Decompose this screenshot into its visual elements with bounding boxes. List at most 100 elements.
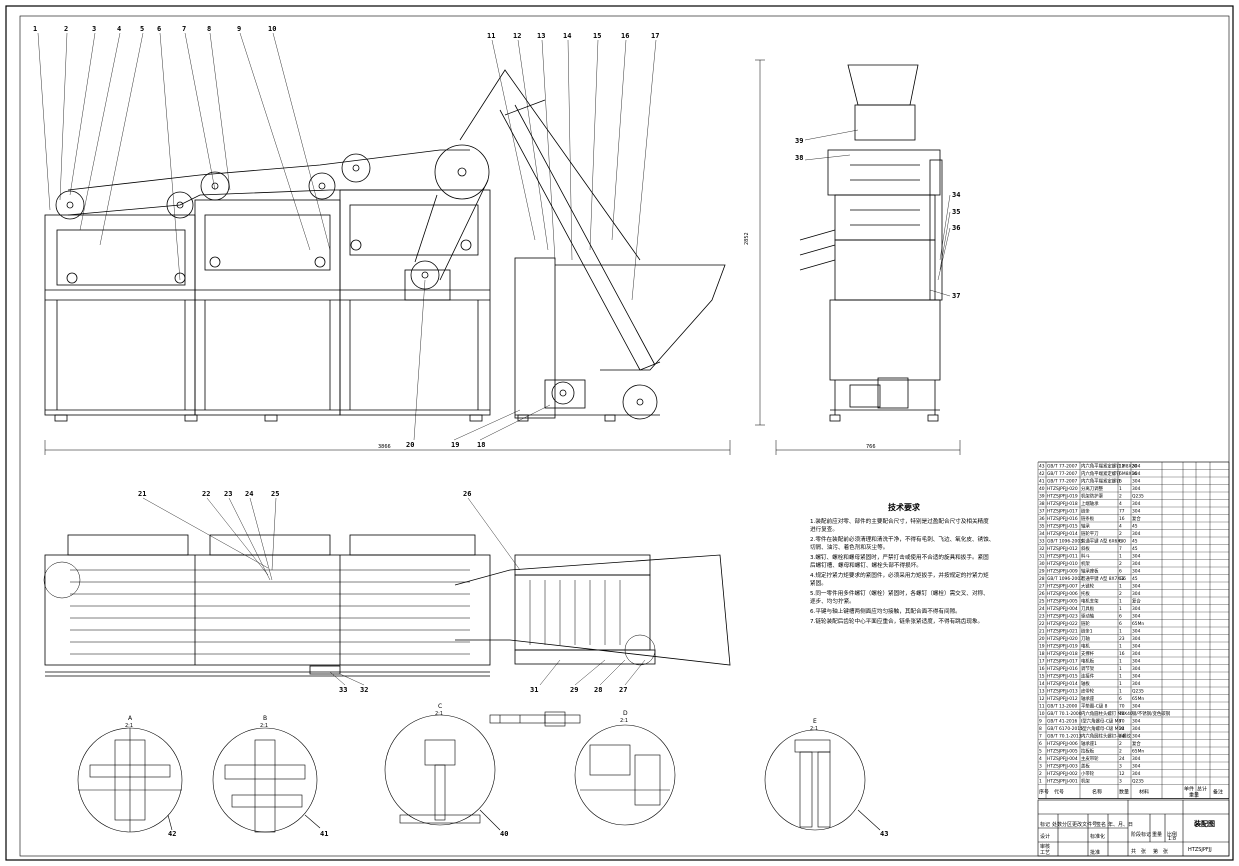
- bom-cell-name: 链轮: [1081, 620, 1090, 627]
- bom-cell-name: 电机: [1081, 643, 1090, 650]
- section-strip: [489, 711, 581, 727]
- bom-cell-qty: 12: [1119, 464, 1125, 470]
- bom-cell-code: HTZSJPFJJ-012: [1047, 696, 1078, 702]
- callout-7: 7: [182, 25, 186, 33]
- detail-a-label: A: [128, 715, 133, 722]
- bom-cell-material: 304: [1132, 479, 1141, 485]
- bom-cell-index: 38: [1039, 501, 1045, 507]
- bom-cell-material: 304: [1132, 659, 1141, 665]
- bom-cell-qty: 24: [1119, 734, 1125, 740]
- requirement-line: 4.规定拧紧力矩要求的紧固件，必须采用力矩扳手，并按规定的拧紧力矩: [810, 571, 989, 579]
- bom-cell-name: 内六角平端紧定螺钉 M8X16: [1081, 470, 1137, 477]
- requirement-line: 切屑、油污、着色剂和灰尘等。: [810, 543, 888, 551]
- title-block: [1037, 799, 1230, 857]
- bom-cell-index: 24: [1039, 606, 1045, 612]
- requirement-line: 7.链轮装配后齿轮中心平面应重合，链条张紧适度，不得有跳齿现象。: [810, 617, 983, 625]
- bom-cell-name: 内六角平端紧定螺钉 M8X20: [1081, 463, 1137, 470]
- detail-c-label: C: [438, 703, 442, 710]
- bom-cell-code: HTZSJPFJJ-009: [1047, 569, 1078, 575]
- callout-27: 27: [619, 686, 627, 694]
- requirement-line: 2.零件在装配前必须清理和清洗干净，不得有毛刺、飞边、氧化皮、锈蚀、: [810, 535, 994, 543]
- callout-14: 14: [563, 32, 571, 40]
- bom-cell-index: 15: [1039, 674, 1045, 680]
- bom-cell-qty: 2: [1119, 561, 1122, 567]
- drawing-title: 装配图: [1193, 819, 1215, 828]
- bom-cell-name: 驱动轴: [1081, 613, 1095, 620]
- bom-cell-qty: 3: [1119, 764, 1122, 770]
- bom-cell-material: 304: [1132, 771, 1141, 777]
- callout-9: 9: [237, 25, 241, 33]
- bom-cell-index: 17: [1039, 659, 1045, 665]
- bom-cell-name: 分离刀调整: [1081, 485, 1104, 492]
- bom-cell-index: 8: [1039, 726, 1042, 732]
- bom-cell-code: GB/T 77-2007: [1047, 464, 1078, 470]
- bom-cell-code: HTZSJPFJJ-005: [1047, 599, 1078, 605]
- bom-cell-name: 机架: [1081, 778, 1090, 785]
- callout-5: 5: [140, 25, 144, 33]
- callout-15: 15: [593, 32, 601, 40]
- bom-cell-qty: 12: [1119, 771, 1125, 777]
- tb-scale-label: 比例: [1167, 831, 1177, 838]
- bom-cell-code: HTZSJPFJJ-014: [1047, 531, 1078, 537]
- detail-b-number: 41: [320, 830, 328, 838]
- bom-cell-material: Q235: [1132, 779, 1144, 785]
- bom-header-remark: 备注: [1213, 789, 1223, 796]
- bom-cell-material: Q235: [1132, 494, 1144, 500]
- detail-c: [384, 714, 501, 831]
- callout-10: 10: [268, 25, 276, 33]
- callout-39: 39: [795, 137, 803, 145]
- callout-6: 6: [157, 25, 161, 33]
- bom-cell-name: 内六角圆柱头螺钉-半螺纹: [1081, 733, 1131, 740]
- side-view: [775, 64, 961, 455]
- bom-cell-name: 机架防护罩: [1081, 493, 1104, 500]
- bom-cell-code: HTZSJPFJJ-023: [1047, 614, 1078, 620]
- detail-d-scale: 2:1: [620, 718, 628, 724]
- bom-cell-material: 45: [1132, 546, 1138, 552]
- tb-stage: 阶段标记: [1131, 831, 1151, 838]
- bom-cell-index: 33: [1039, 539, 1045, 545]
- callout-38: 38: [795, 154, 803, 162]
- bom-cell-material: 304: [1132, 764, 1141, 770]
- bom-cell-index: 16: [1039, 666, 1045, 672]
- bom-cell-qty: 24: [1119, 756, 1125, 762]
- bom-cell-material: 65Mn: [1132, 696, 1144, 702]
- detail-b-label: B: [263, 715, 267, 722]
- tb-weight: 重量: [1152, 831, 1162, 838]
- bom-cell-name: 料斗: [1081, 553, 1090, 560]
- bom-cell-qty: 1: [1119, 689, 1122, 695]
- bom-cell-code: HTZSJPFJJ-001: [1047, 779, 1078, 785]
- sheet-border: [5, 5, 1234, 861]
- detail-c-scale: 2:1: [435, 711, 443, 717]
- bom-cell-index: 23: [1039, 614, 1045, 620]
- callout-1: 1: [33, 25, 37, 33]
- bom-cell-material: 304: [1132, 561, 1141, 567]
- requirement-line: 5.同一零件用多件螺钉（螺栓）紧固时，各螺钉（螺栓）需交叉、对称、: [810, 589, 989, 597]
- bom-cell-name: 刀具板: [1081, 605, 1095, 612]
- bom-cell-material: 65Mn: [1132, 749, 1144, 755]
- bom-cell-name: 托板: [1081, 590, 1090, 597]
- callout-28: 28: [594, 686, 602, 694]
- bom-cell-code: HTZSJPFJJ-012: [1047, 546, 1078, 552]
- bom-cell-index: 26: [1039, 591, 1045, 597]
- bom-cell-name: I型六角螺母-C级 M8: [1081, 718, 1121, 725]
- bom-cell-material: 304: [1132, 704, 1141, 710]
- callout-33: 33: [339, 686, 347, 694]
- detail-a-number: 42: [168, 830, 176, 838]
- bom-cell-qty: 6: [1119, 696, 1122, 702]
- bom-cell-qty: 70: [1119, 711, 1125, 717]
- bom-cell-code: GB/T 77-2007: [1047, 479, 1078, 485]
- bom-header-name: 名称: [1092, 789, 1102, 796]
- bom-cell-code: HTZSJPFJJ-002: [1047, 771, 1078, 777]
- bom-cell-material: 304: [1132, 734, 1141, 740]
- bom-cell-qty: 24: [1119, 726, 1125, 732]
- bom-cell-index: 31: [1039, 554, 1045, 560]
- bom-cell-index: 27: [1039, 584, 1045, 590]
- bom-cell-code: HTZSJPFJJ-010: [1047, 561, 1078, 567]
- bom-cell-name: 支撑杆: [1081, 650, 1095, 657]
- requirement-line: 逐步、均匀拧紧。: [810, 597, 855, 605]
- bom-cell-material: 复合: [1132, 515, 1141, 522]
- callout-4: 4: [117, 25, 121, 33]
- callout-16: 16: [621, 32, 629, 40]
- bom-cell-qty: 1: [1119, 666, 1122, 672]
- bom-cell-name: 链条1: [1081, 628, 1093, 635]
